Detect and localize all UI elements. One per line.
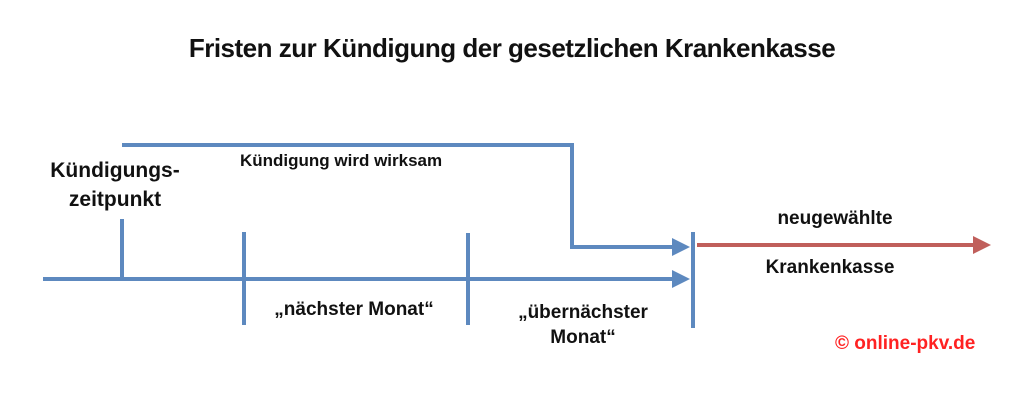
month-after-next-line1: „übernächster [518, 302, 648, 323]
next-month-label: „nächster Monat“ [274, 299, 434, 320]
month-after-next-label: „übernächster Monat“ [494, 300, 672, 350]
effective-arrowhead-icon [672, 238, 690, 256]
timeline-tick-termination [120, 219, 124, 281]
diagram-title: Fristen zur Kündigung der gesetzlichen K… [188, 33, 836, 63]
termination-point-label: Kündigungs- zeitpunkt [25, 156, 205, 214]
termination-point-line1: Kündigungs- [50, 159, 180, 182]
bracket-vertical-line [570, 143, 574, 249]
copyright-label: © online-pkv.de [835, 333, 976, 354]
new-insurer-arrow-line [697, 243, 973, 247]
timeline-end-bar [691, 232, 695, 328]
termination-point-line2: zeitpunkt [68, 188, 162, 211]
timeline-tick-next-month [242, 232, 246, 325]
new-insurer-label-line2: Krankenkasse [765, 257, 895, 278]
bracket-top-line [122, 143, 572, 147]
new-insurer-label-line1: neugewählte [777, 208, 893, 229]
effective-arrow-line [570, 245, 672, 249]
month-after-next-line2: Monat“ [550, 327, 616, 348]
effective-label: Kündigung wird wirksam [240, 151, 443, 170]
timeline-tick-month-after-next [466, 233, 470, 325]
timeline-arrowhead-icon [672, 270, 690, 288]
new-insurer-arrowhead-icon [973, 236, 991, 254]
timeline-line [43, 277, 673, 281]
